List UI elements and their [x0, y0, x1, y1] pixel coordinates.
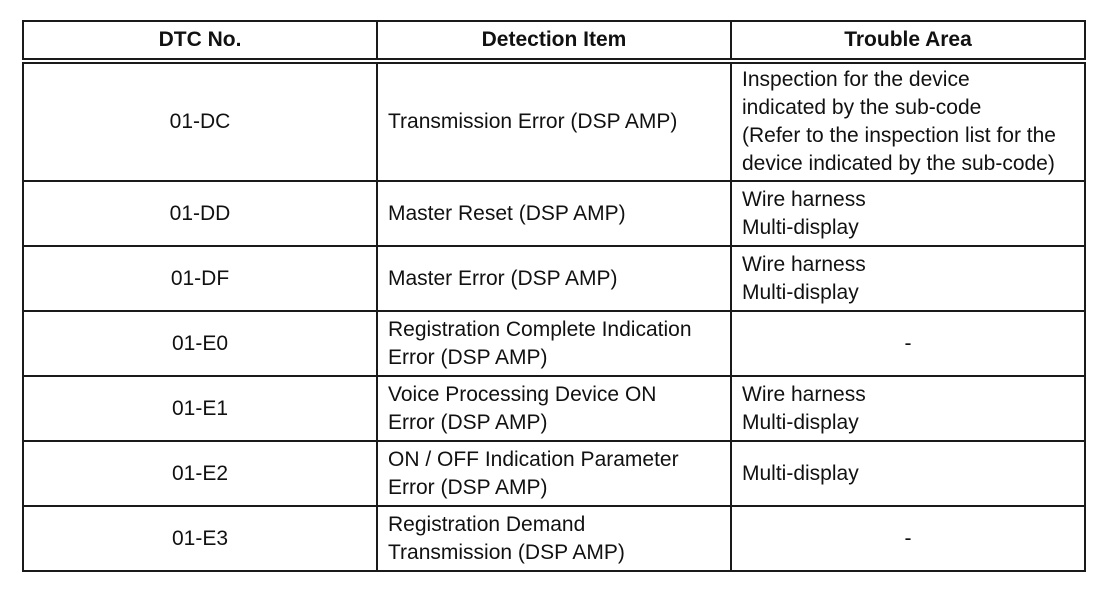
detection-item-line: Voice Processing Device ON — [388, 382, 657, 406]
detection-item-line: Transmission Error (DSP AMP) — [388, 110, 678, 133]
table-row: 01-DD Master Reset (DSP AMP) Wire harnes… — [22, 180, 1086, 247]
trouble-area-line: Wire harness — [742, 382, 866, 406]
dtc-cell: 01-E2 — [22, 440, 378, 507]
trouble-area-dash: - — [904, 331, 912, 355]
table-row: 01-E3 Registration Demand Transmission (… — [22, 505, 1086, 572]
detection-item-cell: Master Error (DSP AMP) — [376, 245, 732, 312]
trouble-area-line: Wire harness — [742, 187, 866, 211]
detection-item-line: Error (DSP AMP) — [388, 475, 548, 499]
dtc-cell: 01-E1 — [22, 375, 378, 442]
trouble-area-line: indicated by the sub-code — [742, 96, 982, 119]
table-row: 01-E1 Voice Processing Device ON Error (… — [22, 375, 1086, 442]
header-detection-item: Detection Item — [376, 20, 732, 64]
trouble-area-line: Inspection for the device — [742, 68, 970, 91]
dtc-cell: 01-E3 — [22, 505, 378, 572]
dtc-cell: 01-DF — [22, 245, 378, 312]
table-header: DTC No. Detection Item Trouble Area — [22, 20, 1086, 64]
detection-item-cell: Voice Processing Device ON Error (DSP AM… — [376, 375, 732, 442]
header-dtc-no: DTC No. — [22, 20, 378, 64]
trouble-area-dash: - — [904, 526, 912, 550]
dtc-table: DTC No. Detection Item Trouble Area 01-D… — [22, 20, 1086, 572]
trouble-area-cell: Inspection for the device indicated by t… — [730, 60, 1086, 182]
detection-item-cell: Master Reset (DSP AMP) — [376, 180, 732, 247]
trouble-area-cell: Multi-display — [730, 440, 1086, 507]
detection-item-line: Registration Demand — [388, 512, 586, 536]
table-row: 01-DF Master Error (DSP AMP) Wire harnes… — [22, 245, 1086, 312]
detection-item-line: Registration Complete Indication — [388, 317, 692, 341]
trouble-area-cell: - — [730, 310, 1086, 377]
table-row: 01-DC Transmission Error (DSP AMP) Inspe… — [22, 60, 1086, 182]
dtc-cell: 01-DD — [22, 180, 378, 247]
header-trouble-area: Trouble Area — [730, 20, 1086, 64]
trouble-area-cell: Wire harness Multi-display — [730, 245, 1086, 312]
detection-item-cell: Registration Complete Indication Error (… — [376, 310, 732, 377]
detection-item-line: Error (DSP AMP) — [388, 345, 548, 369]
header-row: DTC No. Detection Item Trouble Area — [22, 20, 1086, 64]
table-row: 01-E0 Registration Complete Indication E… — [22, 310, 1086, 377]
trouble-area-cell: - — [730, 505, 1086, 572]
trouble-area-line: Multi-display — [742, 215, 859, 239]
trouble-area-line: Multi-display — [742, 410, 859, 434]
trouble-area-cell: Wire harness Multi-display — [730, 375, 1086, 442]
detection-item-cell: ON / OFF Indication Parameter Error (DSP… — [376, 440, 732, 507]
detection-item-line: Master Error (DSP AMP) — [388, 266, 618, 290]
trouble-area-line: device indicated by the sub-code) — [742, 152, 1055, 175]
dtc-cell: 01-E0 — [22, 310, 378, 377]
detection-item-line: ON / OFF Indication Parameter — [388, 447, 679, 471]
table-body: 01-DC Transmission Error (DSP AMP) Inspe… — [22, 60, 1086, 572]
detection-item-cell: Transmission Error (DSP AMP) — [376, 60, 732, 182]
trouble-area-line: Multi-display — [742, 461, 859, 485]
trouble-area-cell: Wire harness Multi-display — [730, 180, 1086, 247]
dtc-cell: 01-DC — [22, 60, 378, 182]
detection-item-line: Master Reset (DSP AMP) — [388, 201, 626, 225]
table-row: 01-E2 ON / OFF Indication Parameter Erro… — [22, 440, 1086, 507]
detection-item-cell: Registration Demand Transmission (DSP AM… — [376, 505, 732, 572]
trouble-area-line: Wire harness — [742, 252, 866, 276]
trouble-area-line: Multi-display — [742, 280, 859, 304]
detection-item-line: Error (DSP AMP) — [388, 410, 548, 434]
detection-item-line: Transmission (DSP AMP) — [388, 540, 625, 564]
trouble-area-line: (Refer to the inspection list for the — [742, 124, 1056, 147]
